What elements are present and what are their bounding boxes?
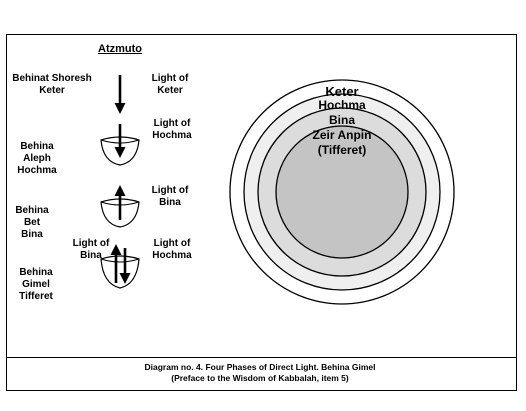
circle-label-hochma: Hochma bbox=[318, 98, 366, 112]
light-label-bina: Light of Bina bbox=[144, 185, 196, 209]
caption-line: (Preface to the Wisdom of Kabbalah, item… bbox=[171, 373, 349, 383]
circle-label-line: Zeir Anpin bbox=[312, 128, 372, 142]
arrowhead-down-keter bbox=[114, 103, 126, 114]
arrowhead-up-tifferet bbox=[110, 244, 122, 255]
light-label-gimel-hochma: Light of Hochma bbox=[144, 238, 200, 262]
phase-name-shoresh: Behinat Shoresh Keter bbox=[8, 73, 96, 97]
circle-label-keter: Keter bbox=[325, 84, 359, 99]
phase-name-line: Bina bbox=[21, 229, 43, 240]
diagram-caption: Diagram no. 4. Four Phases of Direct Lig… bbox=[60, 362, 460, 384]
light-label-line: Light of bbox=[151, 185, 189, 196]
light-label-line: Light of bbox=[153, 118, 191, 129]
arrowhead-up-bina bbox=[114, 185, 126, 196]
light-label-line: Light of bbox=[153, 238, 191, 249]
atzmuto-title: Atzmuto bbox=[98, 43, 142, 55]
phase-name-line: Behina Bet bbox=[15, 205, 49, 228]
phase-name-line: Behinat Shoresh bbox=[12, 73, 92, 84]
phase-name-line: Keter bbox=[39, 85, 65, 96]
light-label-hochma: Light of Hochma bbox=[144, 118, 200, 142]
circle-label-zeir-anpin: Zeir Anpin (Tifferet) bbox=[292, 128, 392, 158]
circle-zeir-anpin bbox=[275, 125, 409, 259]
circle-label-bina: Bina bbox=[328, 113, 355, 127]
diagram-border bbox=[6, 34, 517, 391]
light-label-line: Keter bbox=[157, 85, 183, 96]
light-label-line: Bina bbox=[80, 250, 102, 261]
light-label-line: Light of bbox=[72, 238, 110, 249]
phase-name-line: Behina Aleph bbox=[20, 141, 54, 164]
vessel-tifferet-rim bbox=[100, 258, 140, 263]
phase-name-line: Tifferet bbox=[19, 291, 53, 302]
phase-name-line: Behina Gimel bbox=[19, 267, 53, 290]
phase-name-aleph: Behina Aleph Hochma bbox=[8, 141, 66, 177]
phase-name-line: Hochma bbox=[17, 165, 57, 176]
light-label-line: Hochma bbox=[152, 130, 192, 141]
phase-name-bet: Behina Bet Bina bbox=[8, 205, 56, 241]
light-label-line: Hochma bbox=[152, 250, 192, 261]
light-label-line: Light of bbox=[151, 73, 189, 84]
light-label-gimel-bina: Light of Bina bbox=[68, 238, 114, 262]
arrowhead-down-tifferet bbox=[119, 273, 131, 284]
light-label-line: Bina bbox=[159, 197, 181, 208]
circle-label-line: (Tifferet) bbox=[317, 143, 367, 157]
arrowhead-down-hochma bbox=[114, 147, 126, 158]
vessel-tifferet bbox=[100, 255, 140, 289]
caption-line: Diagram no. 4. Four Phases of Direct Lig… bbox=[144, 362, 376, 372]
phase-name-gimel: Behina Gimel Tifferet bbox=[6, 267, 66, 303]
light-label-keter: Light of Keter bbox=[142, 73, 198, 97]
